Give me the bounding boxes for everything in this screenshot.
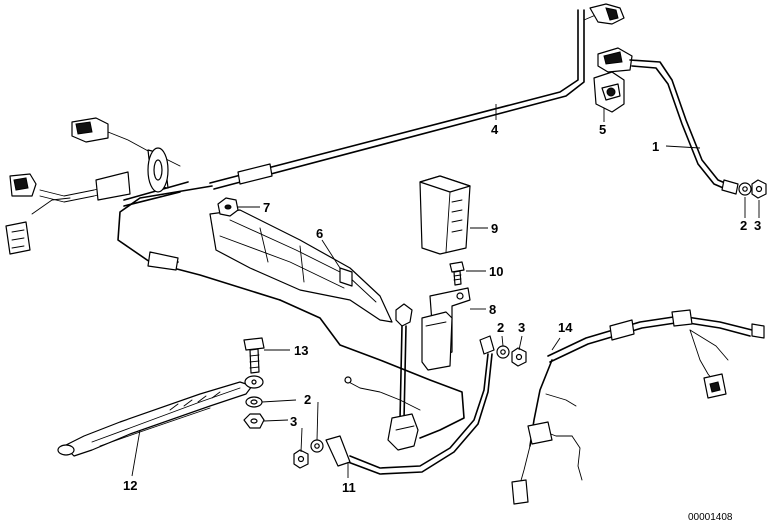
- reference-number: 00001408: [688, 512, 733, 523]
- part-11-cable: [325, 335, 495, 475]
- part-labels: 1 2 3 4 5 6 7 8 9 10 11 12 13 14 2 3 2 3…: [123, 122, 761, 523]
- label-3a: 3: [754, 218, 761, 233]
- part-1-cable: [597, 47, 739, 195]
- part-12-ground-strap: [57, 375, 264, 457]
- part-9-relay-box: [419, 175, 471, 255]
- left-connectors: [5, 117, 181, 255]
- label-2c: 2: [304, 392, 311, 407]
- washer-2b: [496, 345, 510, 359]
- washer-2a: [738, 182, 752, 196]
- part-6-cover: [209, 209, 393, 323]
- label-5: 5: [599, 122, 606, 137]
- rod-component: [387, 303, 419, 451]
- part-8-bracket: [421, 287, 471, 371]
- part-4-main-harness: [117, 3, 625, 439]
- label-4: 4: [491, 122, 499, 137]
- label-6: 6: [316, 226, 323, 241]
- nut-3b: [511, 347, 527, 367]
- nut-3-near-12: [243, 413, 265, 429]
- label-11: 11: [342, 480, 356, 495]
- label-8: 8: [489, 302, 496, 317]
- nut-3c: [293, 449, 309, 469]
- label-3c: 3: [290, 414, 297, 429]
- part-13-bolt: [243, 337, 265, 374]
- label-12: 12: [123, 478, 137, 493]
- label-7: 7: [263, 200, 270, 215]
- label-9: 9: [491, 221, 498, 236]
- leader-lines: [131, 104, 760, 478]
- part-7-nut: [217, 197, 239, 217]
- part-14-harness: [511, 309, 765, 505]
- label-2a: 2: [740, 218, 747, 233]
- label-1: 1: [652, 139, 659, 154]
- label-10: 10: [489, 264, 503, 279]
- washer-2c: [310, 439, 324, 453]
- part-10-screw: [449, 261, 465, 286]
- label-13: 13: [294, 343, 308, 358]
- label-3b: 3: [518, 320, 525, 335]
- label-14: 14: [558, 320, 573, 335]
- part-5-clip: [593, 71, 625, 113]
- washer-2-near-12: [245, 396, 263, 408]
- nut-3a: [751, 179, 767, 199]
- label-2b: 2: [497, 320, 504, 335]
